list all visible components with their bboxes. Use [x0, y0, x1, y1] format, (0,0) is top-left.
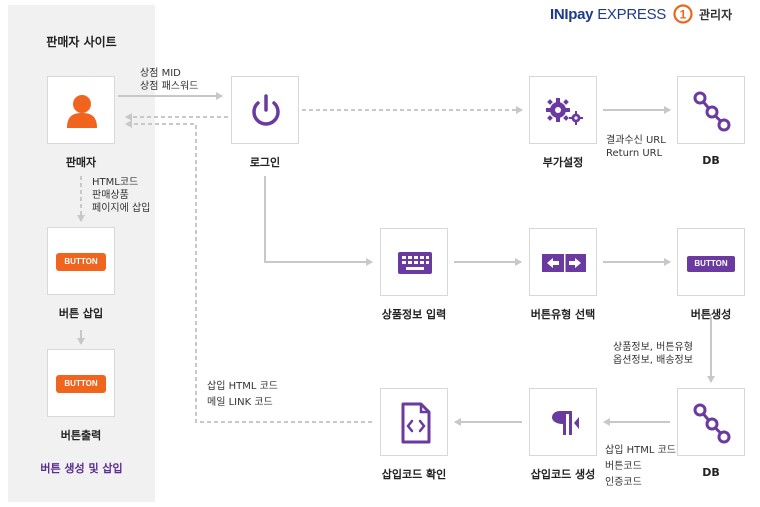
db-flow-icon	[693, 91, 731, 132]
insert-code-create-node	[529, 388, 597, 456]
print-button-node: BUTTON	[47, 349, 115, 417]
seller-label: 판매자	[65, 156, 97, 169]
seller-node	[47, 76, 115, 144]
power-icon	[252, 94, 280, 126]
gears-icon	[546, 98, 583, 125]
keyboard-icon	[398, 252, 432, 274]
paragraph-mark-icon	[552, 411, 579, 435]
print-button-label: 버튼출력	[60, 429, 102, 442]
db-top-label: DB	[702, 154, 720, 167]
insert-code-create-label: 삽입코드 생성	[530, 468, 596, 481]
admin-role-label: 관리자	[698, 7, 733, 22]
insert-button-label: 버튼 삽입	[58, 307, 104, 320]
button-type-label: 버튼유형 선택	[530, 308, 596, 321]
button-sample: BUTTON	[56, 253, 106, 271]
code-file-icon	[401, 402, 431, 444]
addon-settings-label: 부가설정	[542, 156, 584, 169]
person-icon	[67, 95, 97, 128]
db-bottom-label: DB	[702, 466, 720, 479]
button-create-label: 버튼생성	[690, 308, 732, 321]
addon-settings-node	[529, 76, 597, 144]
button-type-node	[529, 228, 597, 296]
panel-caption: 버튼 생성 및 삽입	[40, 462, 123, 475]
arrow-login-product	[264, 176, 373, 266]
db-top-node	[677, 76, 745, 144]
step-badge-icon: 1	[673, 4, 693, 24]
product-input-label: 상품정보 입력	[381, 308, 447, 321]
product-input-node	[380, 228, 448, 296]
button-sample: BUTTON	[56, 375, 106, 393]
login-node	[231, 76, 299, 144]
panel-title: 판매자 사이트	[46, 35, 117, 49]
insert-button-node: BUTTON	[47, 227, 115, 295]
button-sample: BUTTON	[687, 256, 735, 272]
button-create-node: BUTTON	[677, 228, 745, 296]
login-label: 로그인	[249, 156, 281, 169]
insert-code-confirm-node	[380, 388, 448, 456]
insert-code-confirm-label: 삽입코드 확인	[381, 468, 447, 481]
toggle-arrows-icon	[542, 254, 586, 272]
db-bottom-node	[677, 388, 745, 456]
svg-text:1: 1	[680, 8, 687, 22]
db-flow-icon	[693, 403, 731, 444]
arrow-confirm-seller	[125, 120, 372, 423]
